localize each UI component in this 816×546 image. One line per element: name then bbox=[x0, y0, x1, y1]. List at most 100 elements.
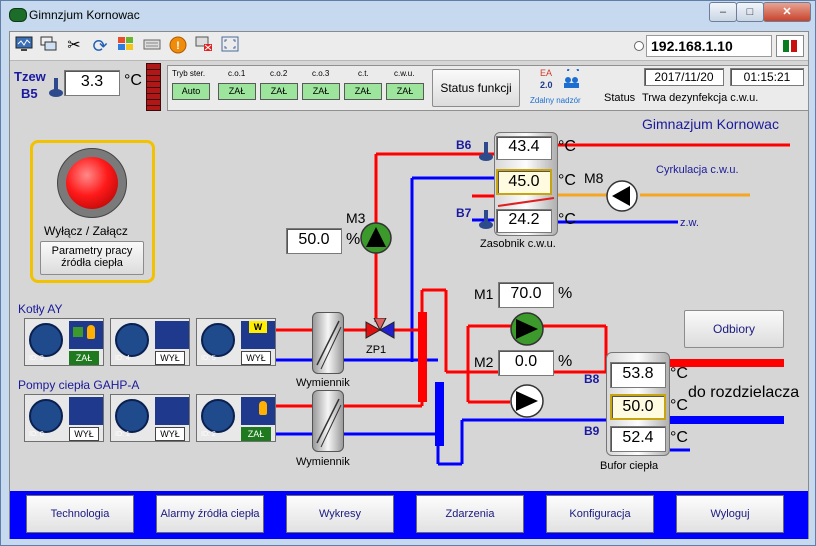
alert-icon[interactable]: ! bbox=[168, 36, 188, 56]
remote-users-icon bbox=[560, 65, 582, 92]
tank-mid-temp: 45.0 bbox=[496, 169, 552, 195]
heat-pump-id: ID: 2 bbox=[201, 431, 216, 438]
sensor-b6-icon bbox=[478, 142, 494, 165]
nav-alarmy[interactable]: Alarmy źródła ciepła bbox=[156, 495, 264, 533]
cold-water-label: z.w. bbox=[680, 217, 699, 229]
dhw-tank-label: Zasobnik c.w.u. bbox=[480, 238, 556, 250]
fullscreen-icon[interactable] bbox=[220, 36, 240, 56]
m3-unit: % bbox=[346, 231, 361, 248]
heat-pump-unit-0[interactable]: ID: 0 WYŁ bbox=[24, 394, 104, 442]
unit-panel bbox=[155, 397, 189, 425]
maximize-button[interactable]: □ bbox=[736, 2, 764, 22]
buffer-bottom-unit: °C bbox=[670, 429, 688, 446]
fan-icon bbox=[115, 399, 149, 433]
mode-co3[interactable]: ZAŁ bbox=[302, 83, 340, 100]
boiler-unit-4[interactable]: ID: 4 WYŁ bbox=[110, 318, 190, 366]
m8-pump[interactable] bbox=[606, 180, 638, 215]
mode-tryb[interactable]: Auto bbox=[172, 83, 210, 100]
svg-text:!: ! bbox=[176, 40, 180, 52]
m1-label: M1 bbox=[474, 286, 494, 302]
ip-address-field[interactable]: 192.168.1.10 bbox=[646, 35, 772, 57]
buffer-tank-label: Bufor ciepła bbox=[600, 460, 659, 472]
close-button[interactable]: ✕ bbox=[763, 2, 811, 22]
zp1-valve[interactable] bbox=[364, 317, 396, 345]
m2-pump[interactable] bbox=[510, 384, 544, 421]
heat-pump-id: ID: 1 bbox=[115, 431, 130, 438]
buffer-mid-unit: °C bbox=[670, 397, 688, 414]
status-panel: Tryb ster. c.o.1 c.o.2 c.o.3 c.t. c.w.u.… bbox=[167, 65, 809, 111]
status-text: Trwa dezynfekcja c.w.u. bbox=[642, 92, 759, 104]
m3-value[interactable]: 50.0 bbox=[286, 228, 342, 254]
mode-co1[interactable]: ZAŁ bbox=[218, 83, 256, 100]
mode-header-ct: c.t. bbox=[358, 69, 369, 78]
params-line-1: Parametry pracy bbox=[51, 245, 133, 257]
buffer-mid-temp: 50.0 bbox=[610, 394, 666, 420]
toolbar: ✂ ⟳ ! 192.168.1.10 bbox=[10, 32, 808, 61]
ip-radio[interactable] bbox=[634, 41, 644, 51]
mode-header-co2: c.o.2 bbox=[270, 69, 288, 78]
sensor-b9-label: B9 bbox=[584, 424, 600, 438]
nav-konfiguracja[interactable]: Konfiguracja bbox=[546, 495, 654, 533]
site-title: Gimnazjum Kornowac bbox=[642, 116, 779, 132]
windows-icon[interactable] bbox=[38, 36, 58, 56]
bottom-navigation: Technologia Alarmy źródła ciepła Wykresy… bbox=[10, 491, 808, 539]
mode-header-co1: c.o.1 bbox=[228, 69, 246, 78]
boiler-unit-3[interactable]: ID: 3 ZAŁ bbox=[24, 318, 104, 366]
power-toggle-button[interactable] bbox=[57, 148, 127, 218]
buffer-top-unit: °C bbox=[670, 365, 688, 382]
boiler-id: ID: 3 bbox=[29, 355, 44, 362]
to-distributor-label: do rozdzielacza bbox=[688, 384, 800, 401]
heat-pump-unit-1[interactable]: ID: 1 WYŁ bbox=[110, 394, 190, 442]
m8-label: M8 bbox=[584, 170, 604, 186]
ea-label: EA bbox=[540, 68, 553, 78]
mode-header-cwu: c.w.u. bbox=[394, 69, 415, 78]
monitor-icon[interactable] bbox=[14, 36, 34, 56]
heat-pumps-title: Pompy ciepła GAHP-A bbox=[18, 378, 140, 392]
m1-unit: % bbox=[558, 285, 573, 302]
boiler-unit-5[interactable]: W ID: 5 WYŁ bbox=[196, 318, 276, 366]
burner-panel bbox=[155, 321, 189, 349]
client-area: ✂ ⟳ ! 192.168.1.10 Tzew B5 3.3 °C Tryb s… bbox=[9, 31, 809, 539]
refresh-icon[interactable]: ⟳ bbox=[92, 36, 108, 56]
remote-supervision-label: Zdalny nadzór bbox=[530, 96, 581, 105]
heat-pump-state: ZAŁ bbox=[241, 427, 271, 441]
mode-header-co3: c.o.3 bbox=[312, 69, 330, 78]
heat-pump-id: ID: 0 bbox=[29, 431, 44, 438]
m2-value[interactable]: 0.0 bbox=[498, 350, 554, 376]
odbiory-button[interactable]: Odbiory bbox=[684, 310, 784, 348]
m3-pump[interactable] bbox=[360, 222, 392, 257]
heat-source-params-button[interactable]: Parametry pracy źródła ciepła bbox=[40, 241, 144, 275]
mode-cwu[interactable]: ZAŁ bbox=[386, 83, 424, 100]
heat-pump-unit-2[interactable]: ID: 2 ZAŁ bbox=[196, 394, 276, 442]
date-display: 2017/11/20 bbox=[644, 68, 724, 86]
nav-zdarzenia[interactable]: Zdarzenia bbox=[416, 495, 524, 533]
outside-temp-value: 3.3 bbox=[64, 70, 120, 96]
heat-pump-state: WYŁ bbox=[69, 427, 99, 441]
nav-wykresy[interactable]: Wykresy bbox=[286, 495, 394, 533]
m1-value[interactable]: 70.0 bbox=[498, 282, 554, 308]
unit-panel bbox=[69, 397, 103, 425]
m1-pump[interactable] bbox=[510, 312, 544, 349]
mode-ct[interactable]: ZAŁ bbox=[344, 83, 382, 100]
title-bar: Gimnzjum Kornowac – □ ✕ bbox=[1, 1, 816, 29]
app-eye-icon bbox=[9, 8, 27, 22]
exchanger-pumps-label: Wymiennik bbox=[296, 456, 350, 468]
buffer-bottom-temp: 52.4 bbox=[610, 426, 666, 452]
status-label: Status bbox=[604, 92, 636, 104]
minimize-button[interactable]: – bbox=[709, 2, 737, 22]
disconnect-icon[interactable] bbox=[194, 36, 214, 56]
mode-co2[interactable]: ZAŁ bbox=[260, 83, 298, 100]
windows-logo-icon[interactable] bbox=[116, 36, 136, 56]
tank-mid-unit: °C bbox=[558, 172, 576, 189]
sensor-b5-label: B5 bbox=[21, 86, 38, 101]
m2-label: M2 bbox=[474, 354, 494, 370]
nav-wyloguj[interactable]: Wyloguj bbox=[676, 495, 784, 533]
boilers-title: Kotły AY bbox=[18, 302, 63, 316]
fan-icon bbox=[201, 399, 235, 433]
nav-technologia[interactable]: Technologia bbox=[26, 495, 134, 533]
tools-icon[interactable]: ✂ bbox=[67, 37, 81, 54]
keyboard-icon[interactable] bbox=[142, 36, 162, 56]
buffer-top-temp: 53.8 bbox=[610, 362, 666, 388]
status-functions-button[interactable]: Status funkcji bbox=[432, 69, 520, 107]
